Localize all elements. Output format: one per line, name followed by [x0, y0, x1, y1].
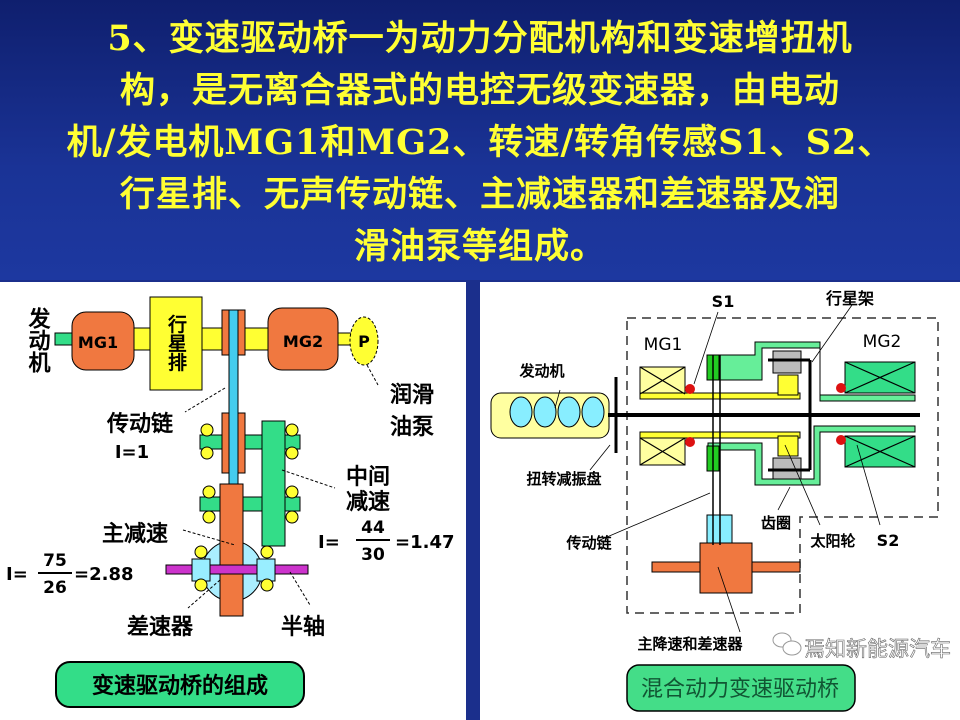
half-shaft-label: 半轴	[281, 614, 325, 640]
mg2-block	[267, 307, 339, 371]
mid-ratio-result: =1.47	[395, 532, 455, 553]
title-line: 构，是无离合器式的电控无级变速器，由电动	[119, 70, 840, 111]
final-drive-block	[699, 542, 753, 594]
planetary-block	[149, 296, 203, 391]
watermark: 焉知新能源汽车	[804, 637, 951, 661]
mg2-label: MG2	[283, 332, 323, 351]
s2-label: S2	[877, 531, 900, 550]
title-line: 滑油泵等组成。	[353, 226, 606, 267]
engine-label: 发动机	[518, 362, 564, 380]
final-ratio-prefix: I=	[6, 564, 28, 585]
mg1-label: MG1	[644, 335, 683, 355]
title-line: 行星排、无声传动链、主减速器和差速器及润	[119, 174, 840, 215]
pump-label: P	[358, 332, 370, 351]
left-caption: 变速驱动桥的组成	[92, 673, 268, 699]
chain-label: 传动链	[565, 534, 612, 552]
title-line: 机/发电机MG1和MG2、转速/转角传感S1、S2、	[66, 122, 894, 163]
mid-ratio-prefix: I=	[318, 532, 340, 553]
differential-label: 差速器	[127, 614, 194, 640]
mg2-label: MG2	[863, 332, 902, 352]
ring-gear-label: 齿圈	[761, 514, 791, 532]
right-caption: 混合动力变速驱动桥	[641, 677, 839, 702]
mg1-block	[71, 311, 135, 371]
carrier-label: 行星架	[825, 289, 874, 308]
planetary-label: 行星排	[165, 313, 188, 371]
final-ratio-den: 26	[43, 578, 67, 598]
mid-reduction-label: 中间	[346, 465, 390, 490]
mg1-label: MG1	[78, 333, 118, 352]
pump-caption: 润滑	[390, 382, 434, 408]
transaxle-composition-diagram: MG1 行星排 MG2 P 发动机 润滑 油泵 传动链 I=1 中间 减速 I=…	[0, 282, 466, 720]
final-drive-label: 主降速和差速器	[637, 635, 743, 653]
pump-caption: 油泵	[390, 415, 434, 440]
mid-reduction-label: 减速	[346, 489, 390, 515]
engine-label: 发动机	[25, 306, 52, 374]
pump-block	[349, 316, 379, 366]
hybrid-transaxle-diagram: S1 行星架 MG1 MG2 发动机 扭转减振盘 传动链 齿圈 太阳轮 S2 主…	[480, 282, 960, 720]
chain-ratio: I=1	[115, 442, 149, 463]
chain-label: 传动链	[106, 411, 173, 437]
final-drive-label: 主减速	[102, 521, 168, 547]
damper-label: 扭转减振盘	[526, 470, 601, 488]
s1-label: S1	[712, 292, 735, 311]
slide-title: 5、变速驱动桥一为动力分配机构和变速增扭机 构，是无离合器式的电控无级变速器，由…	[0, 0, 960, 280]
mid-ratio-den: 30	[361, 545, 385, 565]
mid-ratio-num: 44	[361, 518, 385, 538]
title-line: 5、变速驱动桥一为动力分配机构和变速增扭机	[107, 18, 853, 59]
final-ratio-result: =2.88	[74, 564, 134, 585]
wechat-icon	[772, 632, 802, 656]
sun-gear-label: 太阳轮	[810, 532, 855, 550]
final-ratio-num: 75	[43, 551, 67, 571]
